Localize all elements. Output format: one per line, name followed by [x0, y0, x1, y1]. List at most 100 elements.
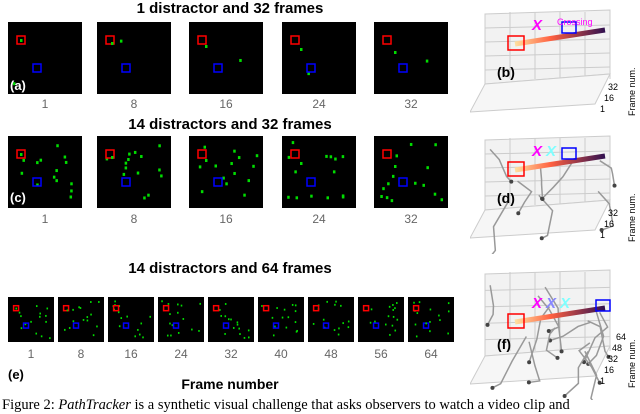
distractor-dot [177, 303, 179, 306]
goal-marker [306, 63, 316, 73]
distractor-dot [307, 72, 310, 76]
video-frame [282, 136, 356, 208]
distractor-dot [252, 164, 255, 168]
panel-label: (e) [8, 367, 24, 382]
distractor-dot [70, 189, 73, 193]
distractor-dot [334, 303, 336, 306]
distractor-dot [396, 302, 398, 304]
distractor-dot [124, 161, 128, 165]
distractor-dot [409, 142, 413, 146]
distractor-dot [136, 171, 140, 175]
distractor-dot [224, 315, 227, 318]
distractor-dot [416, 312, 419, 315]
distractor-dot [294, 310, 297, 313]
distractor-dot [340, 304, 342, 307]
video-frame [8, 297, 54, 342]
distractor-dot [326, 300, 328, 303]
panel-label: (a) [10, 78, 26, 93]
distractor-dot [90, 313, 92, 316]
frame-axis-label: Frame num. [627, 193, 637, 242]
caption-rest: is a synthetic visual challenge that ask… [130, 397, 570, 413]
target-dot [425, 322, 427, 325]
distractor-dot [429, 330, 431, 333]
goal-marker [595, 299, 611, 312]
target-dot [271, 316, 274, 319]
goal-marker [32, 63, 42, 73]
distractor-dot [341, 195, 345, 199]
distractor-dot [13, 82, 16, 86]
start-marker [507, 35, 525, 51]
start-marker [507, 313, 525, 329]
distractor-dot [56, 144, 59, 148]
distractor-dot [35, 305, 38, 308]
frame-axis-tick: 64 [616, 332, 627, 342]
goal-marker [561, 147, 577, 160]
distractor-dot [160, 174, 163, 178]
start-marker [412, 304, 420, 312]
frame-axis-tick: 16 [604, 219, 615, 229]
video-frame [374, 22, 448, 94]
distractor-dot [426, 166, 429, 170]
start-marker [290, 35, 300, 45]
goal-marker [306, 177, 316, 187]
distractor-dot [169, 322, 171, 325]
distractor-dot [239, 333, 241, 335]
row-title-e: 14 distractors and 64 frames [128, 260, 332, 277]
distractor-dot [418, 301, 421, 304]
distractor-dot [46, 307, 49, 310]
distractor-dot [140, 322, 143, 325]
distractor-dot [39, 312, 41, 315]
distractor-dot [52, 175, 56, 179]
frame-number-label: 1 [27, 347, 35, 361]
distractor-dot [86, 316, 89, 318]
start-marker [507, 161, 525, 177]
goal-marker [222, 322, 230, 329]
goal-marker [32, 177, 42, 187]
target-dot [205, 45, 208, 48]
frame-number-label: 56 [374, 347, 388, 361]
frame-number-label: 48 [324, 347, 338, 361]
start-marker [16, 149, 26, 159]
distractor-dot [35, 332, 38, 335]
distractor-dot [64, 328, 66, 331]
distractor-dot [333, 329, 336, 331]
start-marker [262, 304, 270, 312]
distractor-dot [45, 320, 47, 323]
distractor-dot [236, 321, 239, 324]
distractor-dot [347, 326, 350, 329]
distractor-dot [385, 196, 389, 200]
panel-label: (c) [10, 190, 26, 205]
distractor-dot [429, 308, 432, 311]
distractor-dot [422, 183, 425, 187]
distractor-dot [425, 59, 429, 63]
distractor-dot [439, 319, 441, 322]
distractor-dot [69, 195, 73, 199]
crossing-x-marker: X [545, 143, 557, 160]
frame-number-label: 24 [312, 97, 326, 111]
distractor-dot [433, 192, 437, 196]
frame-number-label: 1 [41, 212, 49, 226]
distractor-dot [36, 183, 39, 187]
distractor-dot [22, 158, 25, 162]
distractor-dot [392, 315, 395, 318]
distractor-dot [287, 155, 291, 159]
frame-axis-tick: 48 [612, 343, 623, 353]
distractor-dot [200, 190, 204, 194]
distractor-dot [385, 323, 387, 326]
distractor-dot [291, 141, 295, 145]
goal-marker [398, 63, 408, 73]
distractor-dot [335, 300, 337, 303]
crossing-annotation: Crossing [557, 17, 593, 27]
distractor-dot [134, 335, 136, 338]
distractor-dot [64, 160, 68, 164]
distractor-dot [233, 171, 236, 175]
video-frame [58, 297, 104, 342]
distractor-dot [137, 328, 139, 331]
goal-marker [213, 177, 223, 187]
trajectory-3d-plot: X [470, 9, 611, 113]
distractor-dot [18, 311, 21, 314]
video-frame [8, 136, 82, 208]
distractor-dot [224, 333, 226, 335]
